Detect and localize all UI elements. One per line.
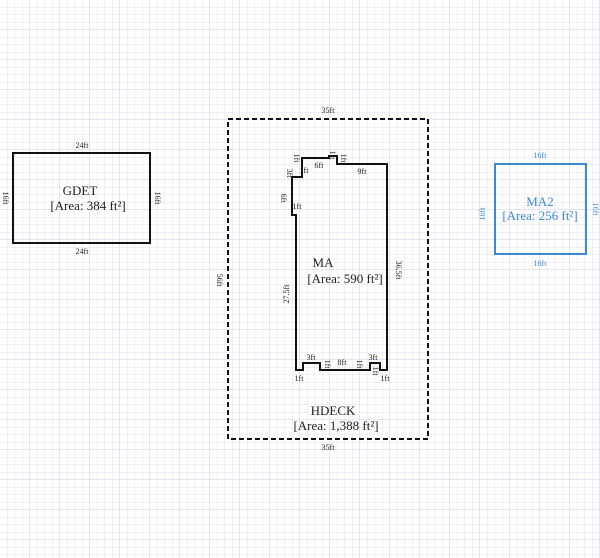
gdet-bottom-dim: 24ft: [76, 247, 90, 256]
hdeck-outline[interactable]: [227, 118, 429, 440]
hdeck-left-dim: 56ft: [215, 274, 224, 288]
gdet-right-dim: 16ft: [153, 192, 162, 206]
shape-gdet[interactable]: 24ft 24ft 16ft 16ft GDET [Area: 384 ft²]: [1, 141, 162, 256]
ma-dim-left-1b: 1ft: [293, 202, 303, 211]
shape-ma2[interactable]: 16ft 16ft 16ft 16ft MA2 [Area: 256 ft²]: [478, 151, 600, 268]
ma2-label: MA2: [526, 194, 553, 209]
ma-dim-left-3: 3ft: [285, 169, 294, 179]
ma-dim-bottom-1e: 1ft: [381, 374, 391, 383]
ma2-area: [Area: 256 ft²]: [502, 208, 577, 223]
hdeck-area: [Area: 1,388 ft²]: [293, 418, 378, 433]
gdet-label: GDET: [63, 183, 98, 198]
ma-dim-bottom-1b: 1ft: [355, 360, 364, 370]
gdet-outline[interactable]: [12, 152, 151, 244]
gdet-top-dim: 24ft: [76, 141, 90, 150]
ma-area: [Area: 590 ft²]: [307, 271, 382, 286]
ma-right-dim: 36.5ft: [394, 261, 403, 281]
ma2-right-dim: 16ft: [591, 203, 600, 217]
gdet-area: [Area: 384 ft²]: [50, 198, 125, 213]
ma2-left-dim: 16ft: [478, 207, 487, 221]
ma-dim-top-notch: 1ft: [328, 151, 337, 161]
shape-ma[interactable]: 1ft 6ft 1ft 9ft 1ft 3ft 1ft 6ft 1ft 27.5…: [279, 151, 403, 383]
shape-hdeck[interactable]: 35ft 35ft 56ft HDECK [Area: 1,388 ft²]: [215, 106, 429, 452]
ma-outline[interactable]: [291, 155, 388, 371]
ma-dim-top-1: 1ft: [292, 154, 301, 164]
hdeck-top-dim: 35ft: [322, 106, 336, 115]
ma-dim-left-1a: 1ft: [300, 166, 310, 175]
ma-dim-top-step: 1ft: [339, 154, 348, 164]
ma2-outline[interactable]: [494, 163, 587, 255]
ma-dim-bottom-3a: 3ft: [307, 353, 317, 362]
ma-dim-left-6: 6ft: [279, 194, 288, 204]
ma-dim-bottom-8: 8ft: [338, 358, 348, 367]
ma-dim-bottom-1c: 1ft: [371, 367, 380, 377]
ma2-bottom-dim: 16ft: [534, 259, 548, 268]
ma-dim-top-6: 6ft: [315, 161, 325, 170]
gdet-left-dim: 16ft: [1, 192, 10, 206]
ma-label: MA: [313, 255, 335, 270]
ma-dim-bottom-3b: 3ft: [369, 353, 379, 362]
hdeck-label: HDECK: [311, 403, 356, 418]
ma-left-dim: 27.5ft: [282, 284, 291, 304]
ma-dim-top-9: 9ft: [358, 167, 368, 176]
ma2-top-dim: 16ft: [534, 151, 548, 160]
hdeck-bottom-dim: 35ft: [322, 443, 336, 452]
ma-dim-bottom-1d: 1ft: [295, 374, 305, 383]
ma-dim-bottom-1a: 1ft: [323, 360, 332, 370]
